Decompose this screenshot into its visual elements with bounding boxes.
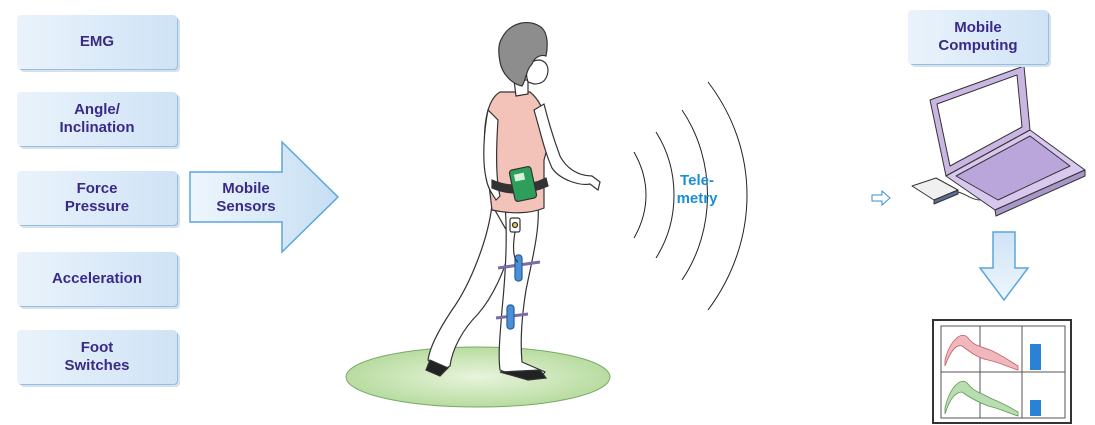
sensor-box-angle-inclination: Angle/ Inclination [17, 92, 177, 146]
mobile-computing-box: Mobile Computing [908, 10, 1048, 64]
down-arrow [980, 232, 1028, 300]
sensor-box-acceleration: Acceleration [17, 252, 177, 306]
ground-ellipse [346, 347, 610, 407]
small-arrow-icon [872, 191, 890, 205]
laptop-icon [912, 66, 1085, 216]
sensor-box-force-pressure: Force Pressure [17, 171, 177, 225]
results-chart-graphic [933, 320, 1071, 423]
sensor-box-foot-switches: Foot Switches [17, 330, 177, 384]
sensor-box-emg: EMG [17, 15, 177, 69]
mobile-sensors-label: Mobile Sensors [200, 180, 292, 216]
telemetry-label: Tele- metry [662, 172, 732, 208]
walking-person-figure [426, 23, 600, 380]
